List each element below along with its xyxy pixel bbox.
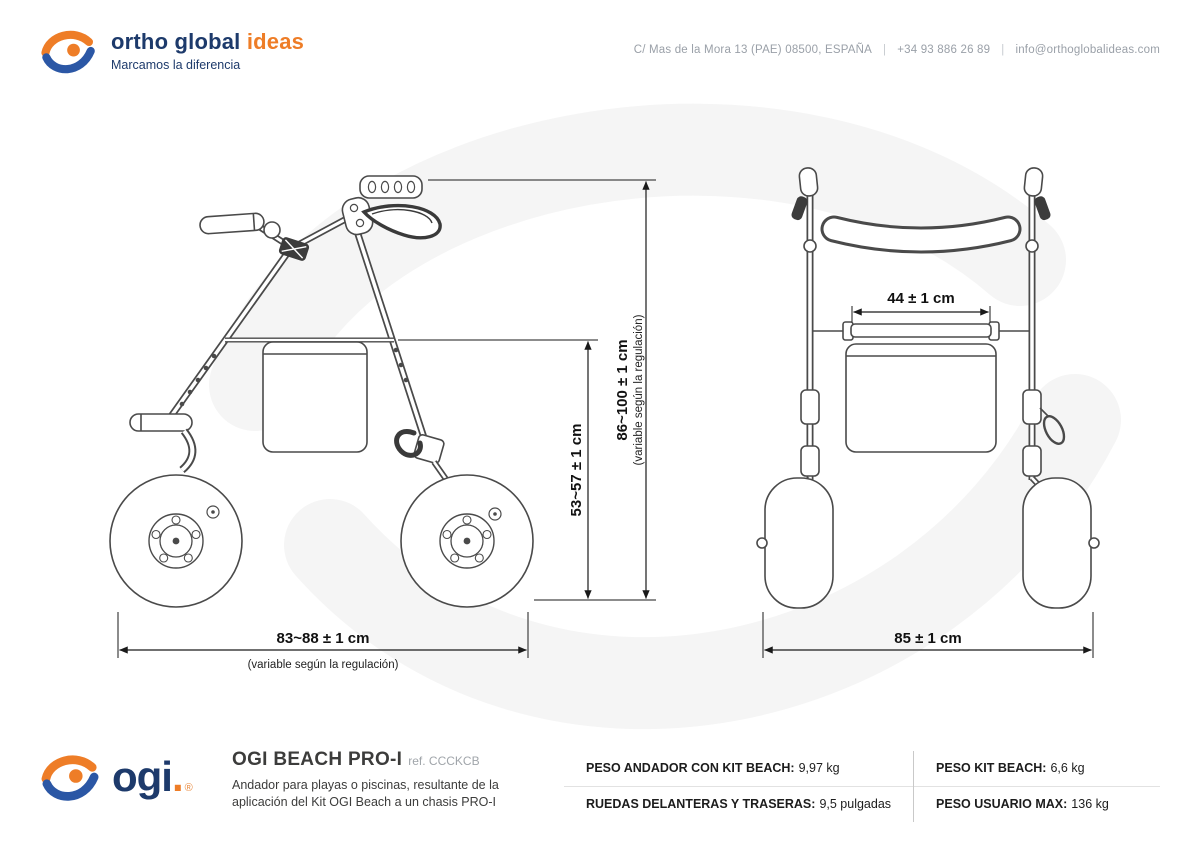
side-view-dimensions: 53~57 ± 1 cm 86~100 ± 1 cm (variable seg… (117, 179, 656, 671)
side-basket (262, 341, 368, 453)
contact-separator: | (883, 44, 887, 56)
brand-swirl-icon (41, 30, 95, 74)
specs-table: PESO ANDADOR CON KIT BEACH:9,97 kg RUEDA… (564, 751, 1160, 822)
brand-name-primary: ortho global (111, 28, 241, 54)
brand-name: ortho global ideas (111, 28, 305, 54)
ogi-wordmark: ogi.® (112, 753, 193, 800)
spec-label: PESO KIT BEACH: (936, 761, 1047, 775)
front-view-drawing (756, 167, 1100, 609)
brand-tagline: Marcamos la diferencia (111, 58, 241, 73)
contact-phone: +34 93 886 26 89 (897, 44, 991, 56)
seat (850, 323, 992, 338)
frame-clamp (278, 237, 310, 261)
ogi-brand-text: ogi (112, 753, 173, 800)
front-right-wheel (1022, 477, 1092, 609)
product-info: OGI BEACH PRO-I ref. CCCKCB Andador para … (232, 749, 538, 812)
ogi-brand-dot: . (171, 753, 184, 800)
product-description: Andador para playas o piscinas, resultan… (232, 778, 499, 810)
side-front-wheel (109, 474, 243, 608)
handle-grip (199, 212, 265, 235)
dim-seat-height: 53~57 ± 1 cm (568, 424, 585, 517)
spec-label: PESO ANDADOR CON KIT BEACH: (586, 761, 795, 775)
front-view-dimensions: 44 ± 1 cm 85 ± 1 cm (762, 290, 1094, 658)
watermark-swirl (209, 103, 1121, 730)
spec-value: 9,5 pulgadas (819, 797, 892, 811)
front-left-wheel (764, 477, 834, 609)
spec-wheels: RUEDAS DELANTERAS Y TRASERAS:9,5 pulgada… (564, 787, 913, 822)
spec-andador-weight: PESO ANDADOR CON KIT BEACH:9,97 kg (564, 751, 914, 787)
contact-info: C/ Mas de la Mora 13 (PAE) 08500, ESPAÑA… (634, 44, 1160, 56)
ogi-logo: ogi.® (40, 749, 206, 805)
side-rear-wheel (400, 474, 534, 608)
specs-column-2: PESO KIT BEACH:6,6 kg PESO USUARIO MAX:1… (913, 751, 1160, 822)
registered-mark: ® (184, 782, 193, 794)
contact-address: C/ Mas de la Mora 13 (PAE) 08500, ESPAÑA (633, 44, 873, 56)
specs-column-1: PESO ANDADOR CON KIT BEACH:9,97 kg RUEDA… (564, 751, 914, 822)
ogi-swirl-icon (41, 755, 99, 801)
dim-total-height-note: (variable según la regulación) (633, 314, 645, 465)
spec-value: 9,97 kg (798, 761, 840, 775)
brake-assembly (341, 175, 442, 240)
dim-total-height: 86~100 ± 1 cm (614, 339, 631, 440)
spec-label: PESO USUARIO MAX: (936, 797, 1068, 811)
spec-kit-weight: PESO KIT BEACH:6,6 kg (914, 751, 1160, 787)
product-title: OGI BEACH PRO-I (232, 749, 403, 770)
product-title-row: OGI BEACH PRO-I ref. CCCKCB (232, 749, 538, 771)
contact-email[interactable]: info@orthoglobalideas.com (1015, 44, 1160, 56)
contact-separator: | (1001, 44, 1005, 56)
side-view-drawing (109, 175, 534, 608)
brand-logo-text: ortho global ideas Marcamos la diferenci… (111, 28, 305, 73)
dim-side-width-note: (variable según la regulación) (248, 659, 399, 671)
spec-value: 6,6 kg (1050, 761, 1085, 775)
header: ortho global ideas Marcamos la diferenci… (0, 0, 1200, 78)
dim-total-width: 85 ± 1 cm (894, 630, 961, 647)
spec-max-user-weight: PESO USUARIO MAX:136 kg (914, 787, 1160, 822)
front-basket (845, 343, 997, 453)
spec-value: 136 kg (1071, 797, 1109, 811)
dim-seat-width: 44 ± 1 cm (887, 290, 954, 307)
brand-name-accent: ideas (246, 28, 305, 54)
dim-side-width: 83~88 ± 1 cm (277, 630, 370, 647)
brand-logo: ortho global ideas Marcamos la diferenci… (40, 24, 304, 78)
spec-label: RUEDAS DELANTERAS Y TRASERAS: (586, 797, 816, 811)
footer: ogi.® OGI BEACH PRO-I ref. CCCKCB Andador… (40, 749, 1160, 822)
product-ref: ref. CCCKCB (408, 754, 480, 768)
